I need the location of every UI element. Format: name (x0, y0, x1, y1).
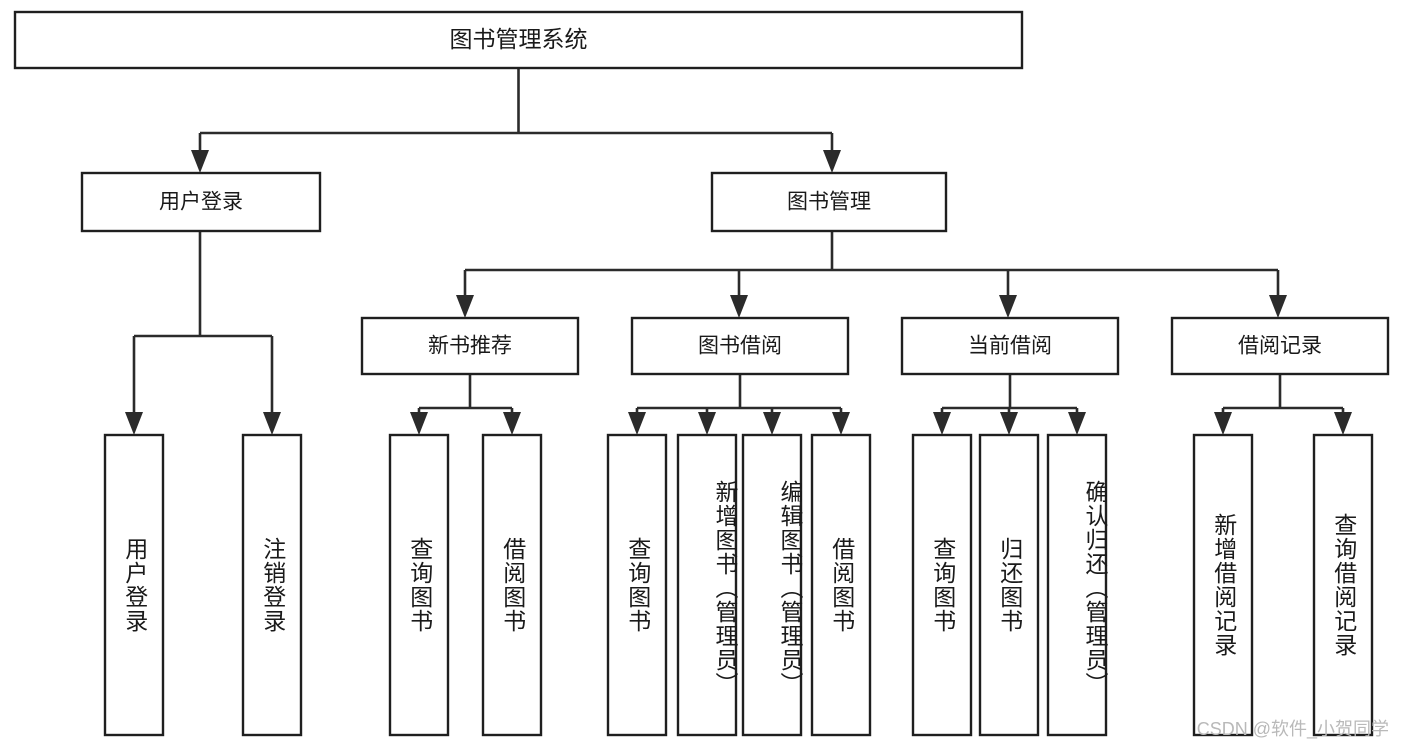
node-leaf-query-book-3[interactable] (911, 433, 973, 737)
node-leaf-borrow-book-2[interactable] (810, 433, 872, 737)
node-leaf-add-record[interactable] (1192, 433, 1254, 737)
node-leaf-query-book-1[interactable] (388, 433, 450, 737)
node-leaf-confirm-return[interactable] (1046, 433, 1108, 737)
node-current-borrow-label: 当前借阅 (968, 335, 1052, 358)
node-new-book-recommend[interactable]: 新书推荐 (360, 316, 580, 376)
arrow-to-leaf-add-record (1214, 412, 1232, 435)
arrow-to-book-borrow (730, 295, 748, 318)
node-new-book-recommend-label: 新书推荐 (428, 335, 512, 358)
node-leaf-add-book[interactable] (676, 433, 738, 737)
node-borrow-record[interactable]: 借阅记录 (1170, 316, 1390, 376)
node-book-borrow-label: 图书借阅 (698, 335, 782, 358)
node-user-login-label: 用户登录 (159, 191, 243, 214)
arrow-to-leaf-confirm-return (1068, 412, 1086, 435)
arrow-to-leaf-borrow-book-2 (832, 412, 850, 435)
node-book-manage-label: 图书管理 (787, 191, 871, 214)
arrow-to-leaf-user-login (125, 412, 143, 435)
arrow-to-leaf-borrow-book-1 (503, 412, 521, 435)
node-user-login[interactable]: 用户登录 (80, 171, 322, 233)
arrow-to-leaf-query-book-2 (628, 412, 646, 435)
node-root[interactable]: 图书管理系统 (13, 10, 1024, 70)
node-root-label: 图书管理系统 (450, 26, 588, 52)
node-leaf-logout[interactable] (241, 433, 303, 737)
arrow-to-leaf-query-record (1334, 412, 1352, 435)
arrow-to-leaf-edit-book (763, 412, 781, 435)
node-leaf-user-login[interactable] (103, 433, 165, 737)
arrow-to-leaf-query-book-1 (410, 412, 428, 435)
node-leaf-return-book[interactable] (978, 433, 1040, 737)
node-book-manage[interactable]: 图书管理 (710, 171, 948, 233)
arrow-to-leaf-logout (263, 412, 281, 435)
node-leaf-query-record[interactable] (1312, 433, 1374, 737)
arrow-to-user-login (191, 150, 209, 173)
node-leaf-query-book-2[interactable] (606, 433, 668, 737)
arrow-to-leaf-return-book (1000, 412, 1018, 435)
edges-layer (125, 68, 1352, 435)
arrow-to-new-book-recommend (456, 295, 474, 318)
node-book-borrow[interactable]: 图书借阅 (630, 316, 850, 376)
csdn-watermark: CSDN @软件_小贺同学 (1196, 719, 1389, 739)
arrow-to-borrow-record (1269, 295, 1287, 318)
node-current-borrow[interactable]: 当前借阅 (900, 316, 1120, 376)
arrow-to-leaf-add-book (698, 412, 716, 435)
arrow-to-leaf-query-book-3 (933, 412, 951, 435)
node-leaf-borrow-book-1[interactable] (481, 433, 543, 737)
node-leaf-edit-book[interactable] (741, 433, 803, 737)
arrow-to-book-manage (823, 150, 841, 173)
node-borrow-record-label: 借阅记录 (1238, 335, 1322, 358)
arrow-to-current-borrow (999, 295, 1017, 318)
nodes-layer: 图书管理系统 用户登录 图书管理 新书推荐 图书借阅 当前 (13, 10, 1390, 737)
